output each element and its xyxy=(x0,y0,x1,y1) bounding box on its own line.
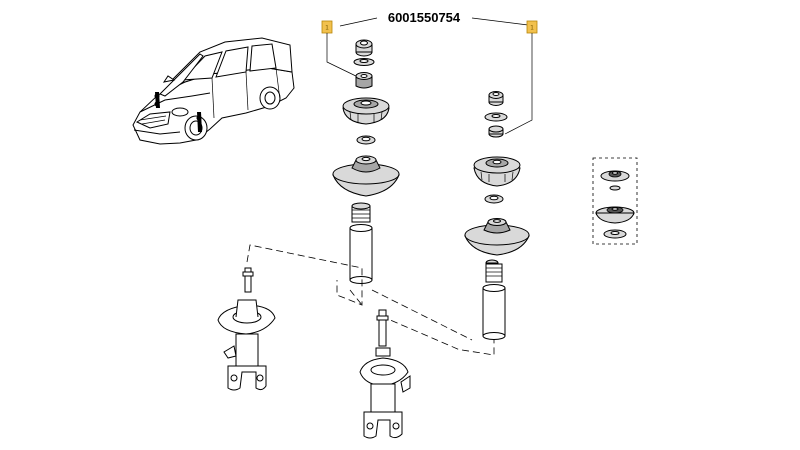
callout-tag-right-text: 1 xyxy=(530,25,534,32)
shock-absorber-right xyxy=(482,263,506,340)
callout-tag-left[interactable]: 1 xyxy=(321,20,333,34)
part-number-label[interactable]: 6001550754 xyxy=(388,10,461,25)
callout-tag-left-text: 1 xyxy=(325,25,329,32)
detail-inset-frame xyxy=(592,157,638,245)
rubber-bushing xyxy=(355,72,373,89)
upper-mount xyxy=(342,97,390,125)
shock-absorber-icon xyxy=(349,202,373,284)
callout-tag-right[interactable]: 1 xyxy=(526,20,538,34)
washer-1 xyxy=(353,58,375,66)
leader-line-right xyxy=(471,17,529,26)
top-nut xyxy=(355,39,373,57)
spring-seat xyxy=(332,155,400,197)
sedan-car-icon xyxy=(132,37,295,145)
strut-assembly-right xyxy=(359,309,411,439)
leader-line-left xyxy=(339,17,378,27)
strut-top-mount-icon xyxy=(332,39,400,214)
bearing-ring xyxy=(356,135,376,145)
tag-left-leader xyxy=(326,33,361,79)
tag-right-leader xyxy=(504,33,533,135)
strut-top-mount-right xyxy=(464,91,530,269)
part-number-callout: 6001550754 xyxy=(339,10,529,27)
strut-assembly-left xyxy=(217,267,276,391)
detail-inset[interactable] xyxy=(592,157,638,245)
